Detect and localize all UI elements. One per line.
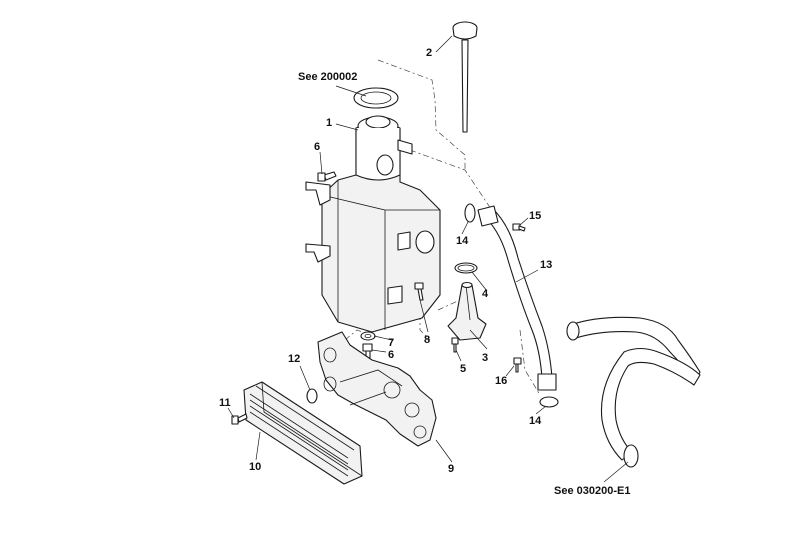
engine-bracket-9 (317, 331, 437, 447)
clamp-14-upper (464, 203, 476, 223)
seal-ring-4 (454, 262, 478, 274)
callout-11: 11 (219, 397, 231, 409)
reservoir-tank (305, 115, 441, 333)
bolt-5 (451, 337, 459, 353)
callout-16: 16 (495, 375, 507, 387)
washer-7 (360, 331, 376, 341)
callout-10: 10 (249, 461, 261, 473)
callout-14-lower: 14 (529, 415, 542, 427)
bolt-15 (512, 223, 526, 232)
reference-bottom: See 030200-E1 (554, 485, 630, 497)
bolt-8 (414, 282, 424, 301)
callout-13: 13 (540, 259, 552, 271)
filter-housing-3 (447, 281, 487, 341)
callout-3: 3 (482, 352, 488, 364)
clamp-14-lower (539, 396, 559, 408)
callout-12: 12 (288, 353, 300, 365)
callout-5: 5 (460, 363, 466, 375)
callout-14-upper: 14 (456, 235, 469, 247)
bolt-16 (513, 357, 522, 373)
callout-9: 9 (448, 463, 454, 475)
filler-cap-seal (353, 87, 399, 109)
oil-cooler-10 (243, 381, 363, 485)
reference-top: See 200002 (298, 71, 357, 83)
callout-6-lower: 6 (388, 349, 394, 361)
callout-8: 8 (424, 334, 430, 346)
bolt-6-upper (317, 171, 337, 182)
seal-12 (306, 388, 318, 404)
callout-6-upper: 6 (314, 141, 320, 153)
hose-pipe-13 (477, 205, 557, 391)
coolant-hose-assembly (566, 316, 701, 468)
callout-7: 7 (388, 337, 394, 349)
callout-4: 4 (482, 288, 489, 300)
callout-15: 15 (529, 210, 541, 222)
leader-lines (227, 35, 629, 483)
callout-1: 1 (326, 117, 332, 129)
callout-labels: 2 See 200002 1 6 15 14 13 4 8 7 3 6 12 5… (219, 47, 630, 497)
bolt-11 (231, 413, 248, 425)
callout-2: 2 (426, 47, 432, 59)
dipstick (452, 21, 478, 133)
